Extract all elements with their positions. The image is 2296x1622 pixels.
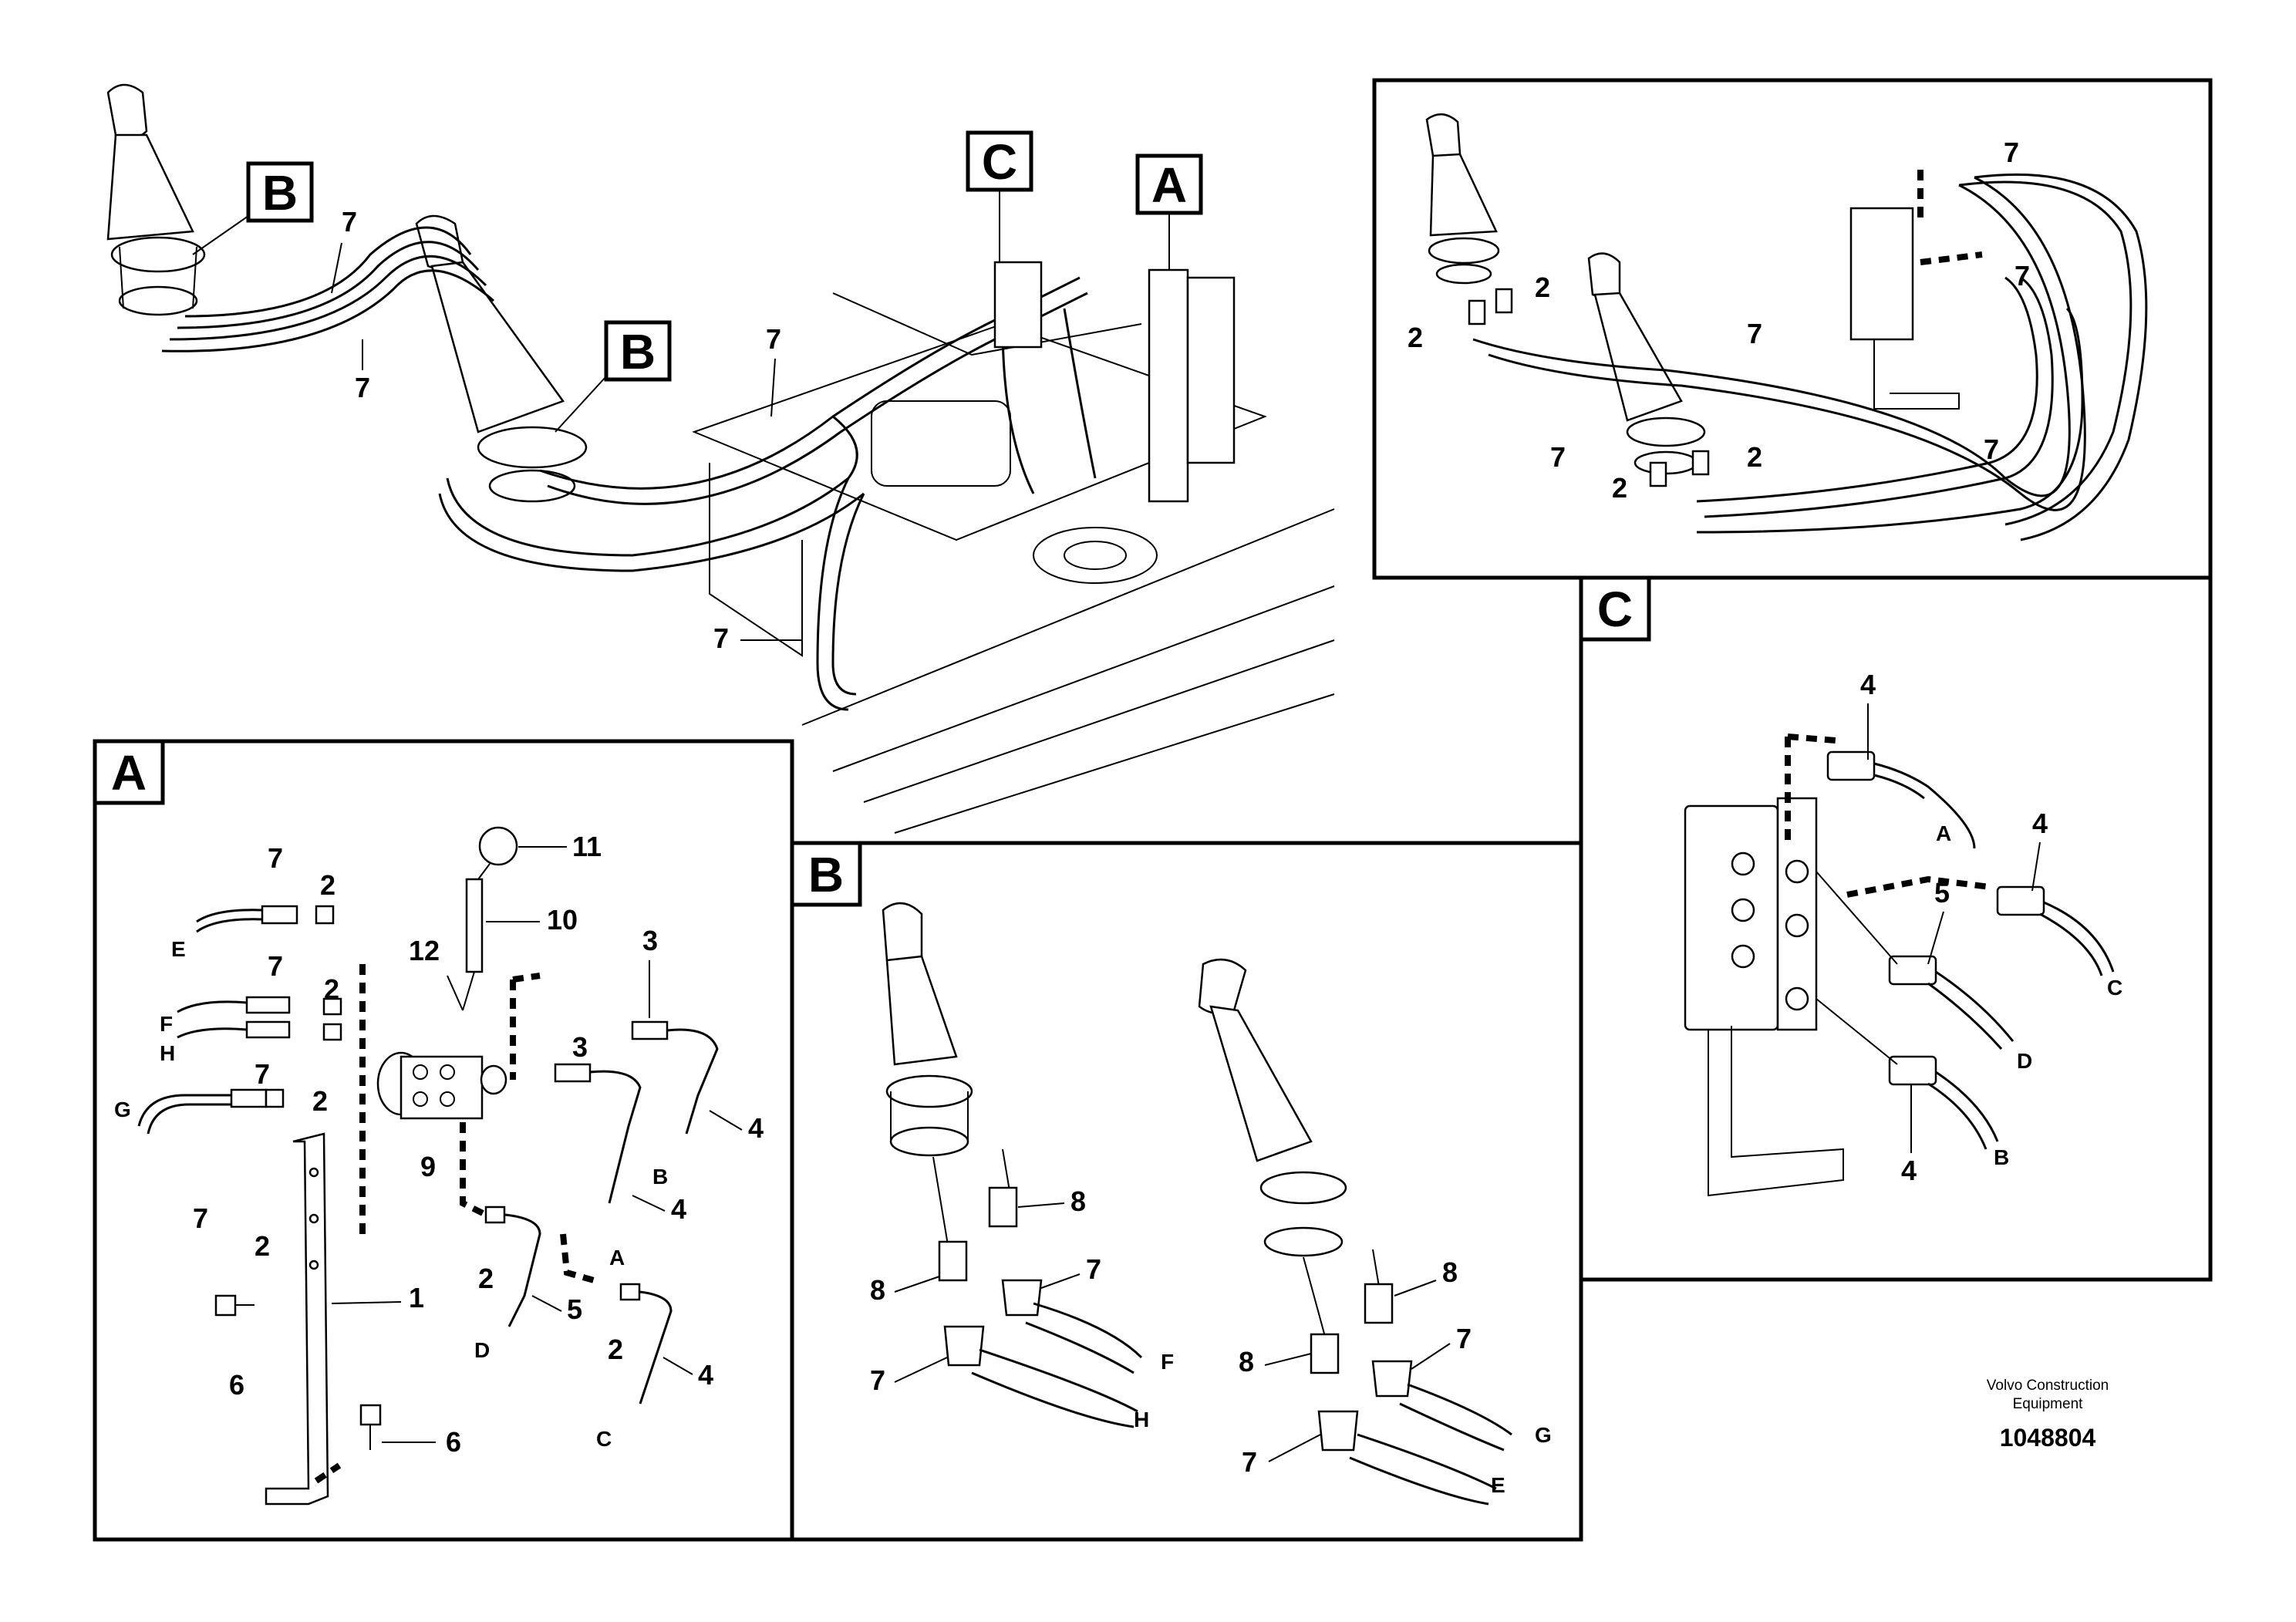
valve-blocks (993, 261, 1236, 503)
detail-b: B 8 8 7 7 (790, 841, 1583, 1542)
item-7-label: 7 (342, 206, 357, 238)
port-g-label: G (1535, 1423, 1552, 1447)
port-a-label: A (609, 1246, 625, 1270)
callout-a: A (1135, 153, 1203, 270)
svg-text:C: C (1597, 582, 1633, 637)
item-7-label: 7 (1456, 1323, 1472, 1354)
item-2-label: 2 (1535, 271, 1550, 303)
joystick-left (106, 83, 206, 316)
port-h-label: H (160, 1041, 175, 1065)
item-6-label: 6 (446, 1426, 461, 1458)
port-b-label: B (652, 1165, 668, 1189)
item-10-label: 10 (547, 904, 578, 936)
cab-frame (692, 292, 1335, 834)
item-7-label: 7 (1984, 433, 1999, 465)
port-c-label: C (2107, 976, 2122, 1000)
item-2-label: 2 (255, 1230, 270, 1262)
item-4-label: 4 (698, 1359, 713, 1391)
item-3-label: 3 (572, 1031, 588, 1063)
item-2-label: 2 (608, 1334, 623, 1365)
item-2-label: 2 (1408, 322, 1423, 353)
port-c-label: C (596, 1427, 612, 1451)
item-7-label: 7 (766, 323, 781, 355)
item-4-label: 4 (2032, 808, 2048, 839)
item-7-label: 7 (193, 1202, 208, 1234)
item-7-label: 7 (870, 1364, 885, 1396)
callout-b-upper: B (192, 161, 314, 255)
credit-line-1: Volvo Construction (1987, 1378, 2109, 1394)
item-7-label: 7 (713, 622, 729, 654)
item-1-label: 1 (409, 1282, 424, 1313)
item-7-label: 7 (1747, 318, 1762, 349)
item-4-label: 4 (1901, 1155, 1917, 1186)
item-8-label: 8 (870, 1274, 885, 1306)
item-4-label: 4 (748, 1112, 764, 1144)
item-8-label: 8 (1239, 1346, 1254, 1378)
callout-b-lower: B (555, 320, 672, 433)
item-7-label: 7 (1242, 1446, 1257, 1478)
callout-c: C (966, 130, 1033, 262)
port-e-label: E (171, 937, 186, 961)
port-f-label: F (1161, 1350, 1174, 1374)
port-g-label: G (114, 1098, 131, 1121)
svg-text:B: B (808, 847, 844, 902)
item-7-label: 7 (268, 842, 283, 874)
item-7-label: 7 (2014, 260, 2030, 292)
svg-text:A: A (1151, 157, 1187, 213)
port-d-label: D (474, 1338, 490, 1362)
item-7-label: 7 (268, 950, 283, 982)
item-5-label: 5 (1934, 877, 1950, 909)
item-4-label: 4 (1860, 669, 1876, 700)
item-3-label: 3 (642, 925, 658, 956)
svg-text:C: C (982, 134, 1017, 190)
detail-c: C 4 A 4 C 5 D (1579, 575, 2213, 1282)
item-7-label: 7 (2004, 137, 2019, 168)
item-12-label: 12 (409, 935, 440, 966)
port-a-label: A (1936, 821, 1951, 845)
item-7-label: 7 (255, 1058, 270, 1090)
port-d-label: D (2017, 1049, 2032, 1073)
port-e-label: E (1491, 1473, 1505, 1497)
item-8-label: 8 (1070, 1185, 1086, 1217)
item-7-label: 7 (1550, 441, 1566, 473)
port-h-label: H (1134, 1408, 1149, 1431)
port-b-label: B (1994, 1145, 2009, 1169)
svg-text:B: B (262, 165, 298, 221)
item-7-label: 7 (355, 372, 370, 403)
item-2-label: 2 (324, 973, 339, 1005)
item-2-label: 2 (1612, 472, 1627, 504)
item-2-label: 2 (312, 1085, 328, 1117)
item-4-label: 4 (671, 1193, 686, 1225)
svg-text:B: B (620, 324, 656, 379)
svg-text:A: A (111, 745, 147, 801)
credit-line-2: Equipment (2013, 1396, 2084, 1412)
publisher-credit: Volvo Construction Equipment 1048804 (1987, 1378, 2109, 1452)
inset-top-right: 7 7 7 7 7 2 2 2 2 (1372, 78, 2213, 580)
joystick-right (415, 214, 588, 503)
item-9-label: 9 (420, 1151, 436, 1182)
overview-view (106, 83, 1335, 834)
hoses-overview (161, 226, 1097, 711)
item-11-label: 11 (572, 831, 602, 862)
item-2-label: 2 (320, 869, 335, 901)
detail-a: A (93, 739, 794, 1542)
item-2-label: 2 (478, 1263, 494, 1294)
document-number: 1048804 (2000, 1424, 2096, 1452)
item-2-label: 2 (1747, 441, 1762, 473)
item-5-label: 5 (567, 1293, 582, 1325)
item-8-label: 8 (1442, 1256, 1458, 1288)
port-f-label: F (160, 1012, 173, 1036)
item-7-label: 7 (1086, 1253, 1101, 1285)
item-6-label: 6 (229, 1369, 244, 1401)
